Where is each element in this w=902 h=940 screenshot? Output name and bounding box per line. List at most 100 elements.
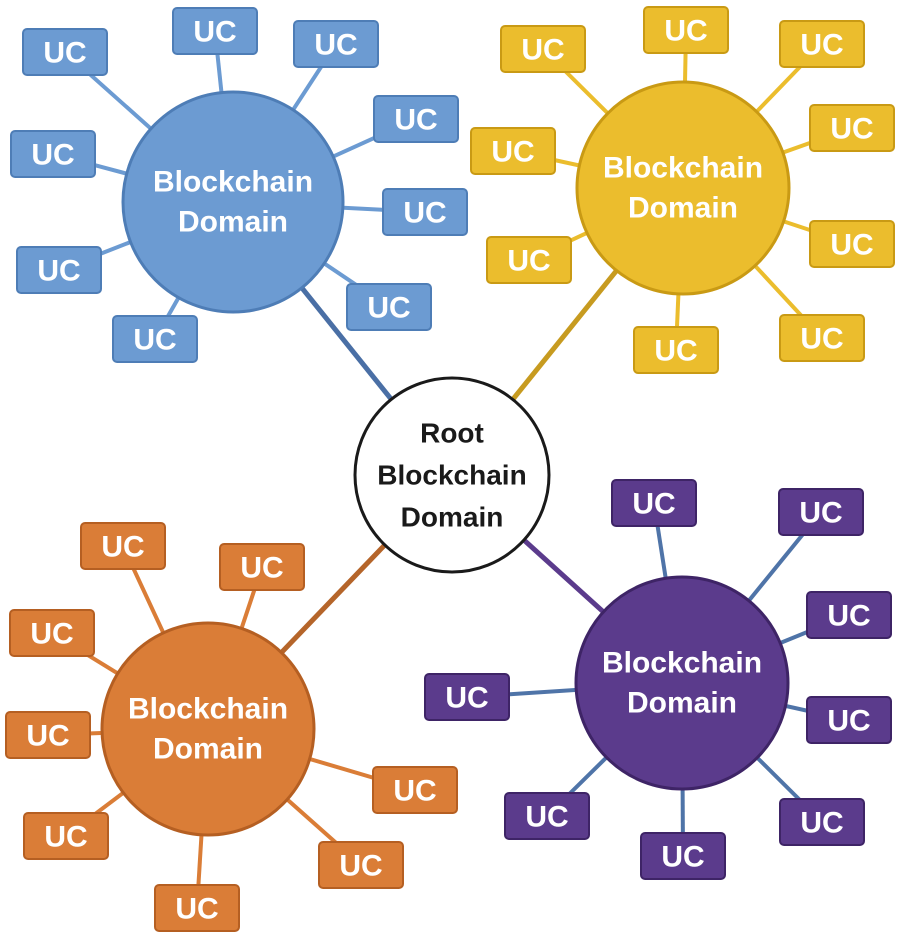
purple-uc-rect xyxy=(611,479,697,527)
purple-uc-box: UC xyxy=(424,673,510,721)
yellow-uc-label: UC xyxy=(830,229,873,262)
orange-uc-label: UC xyxy=(30,618,73,651)
yellow-uc-box: UC xyxy=(500,25,586,73)
yellow-uc-box: UC xyxy=(809,220,895,268)
yellow-uc-rect xyxy=(633,326,719,374)
blue-domain-circle xyxy=(121,90,345,314)
blue-uc-rect xyxy=(373,95,459,143)
yellow-uc-label: UC xyxy=(830,113,873,146)
purple-uc-box: UC xyxy=(640,832,726,880)
blue-uc-box: UC xyxy=(346,283,432,331)
orange-uc-label: UC xyxy=(26,720,69,753)
orange-uc-label: UC xyxy=(44,821,87,854)
yellow-uc-box: UC xyxy=(809,104,895,152)
domain-circles: BlockchainDomainBlockchainDomainBlockcha… xyxy=(100,80,791,837)
orange-uc-box: UC xyxy=(219,543,305,591)
orange-uc-box: UC xyxy=(318,841,404,889)
blue-uc-label: UC xyxy=(193,16,236,49)
blue-uc-label: UC xyxy=(394,104,437,137)
orange-uc-box: UC xyxy=(154,884,240,932)
yellow-domain-label-line-1: Blockchain xyxy=(603,152,763,185)
orange-uc-rect xyxy=(5,711,91,759)
blue-uc-box: UC xyxy=(172,7,258,55)
orange-uc-rect xyxy=(80,522,166,570)
purple-uc-label: UC xyxy=(632,488,675,521)
purple-uc-label: UC xyxy=(445,682,488,715)
root-domain-circle xyxy=(353,376,551,574)
purple-uc-box: UC xyxy=(778,488,864,536)
purple-uc-rect xyxy=(640,832,726,880)
purple-domain-circle xyxy=(574,575,790,791)
orange-uc-box: UC xyxy=(372,766,458,814)
blue-domain-label-line-2: Domain xyxy=(178,206,288,239)
blue-uc-label: UC xyxy=(314,29,357,62)
purple-uc-box: UC xyxy=(779,798,865,846)
root-domain-label-line-1: Root xyxy=(420,418,484,449)
orange-domain-circle xyxy=(100,621,316,837)
blue-uc-label: UC xyxy=(43,37,86,70)
yellow-domain-label-line-2: Domain xyxy=(628,192,738,225)
yellow-uc-label: UC xyxy=(491,136,534,169)
purple-uc-box: UC xyxy=(806,591,892,639)
purple-uc-rect xyxy=(779,798,865,846)
purple-uc-label: UC xyxy=(827,600,870,633)
purple-domain-label-line-2: Domain xyxy=(627,687,737,720)
blue-domain-label-line-1: Blockchain xyxy=(153,166,313,199)
yellow-uc-rect xyxy=(779,20,865,68)
blue-uc-rect xyxy=(172,7,258,55)
yellow-uc-label: UC xyxy=(521,34,564,67)
yellow-uc-box: UC xyxy=(779,20,865,68)
orange-uc-box: UC xyxy=(80,522,166,570)
purple-uc-rect xyxy=(424,673,510,721)
yellow-uc-label: UC xyxy=(800,323,843,356)
purple-uc-box: UC xyxy=(611,479,697,527)
orange-domain-label-line-2: Domain xyxy=(153,733,263,766)
purple-uc-label: UC xyxy=(525,801,568,834)
blue-uc-box: UC xyxy=(10,130,96,178)
orange-uc-rect xyxy=(9,609,95,657)
yellow-uc-box: UC xyxy=(633,326,719,374)
orange-uc-rect xyxy=(318,841,404,889)
orange-uc-label: UC xyxy=(393,775,436,808)
yellow-uc-rect xyxy=(500,25,586,73)
blue-uc-label: UC xyxy=(367,292,410,325)
orange-uc-box: UC xyxy=(23,812,109,860)
purple-uc-rect xyxy=(806,591,892,639)
blue-uc-rect xyxy=(382,188,468,236)
yellow-uc-box: UC xyxy=(643,6,729,54)
yellow-uc-box: UC xyxy=(779,314,865,362)
orange-uc-box: UC xyxy=(5,711,91,759)
purple-uc-label: UC xyxy=(799,497,842,530)
yellow-uc-rect xyxy=(779,314,865,362)
blue-uc-label: UC xyxy=(31,139,74,172)
purple-uc-box: UC xyxy=(504,792,590,840)
blue-uc-rect xyxy=(16,246,102,294)
yellow-uc-rect xyxy=(486,236,572,284)
yellow-uc-rect xyxy=(809,104,895,152)
root-domain-label-line-2: Blockchain xyxy=(377,460,526,491)
orange-uc-rect xyxy=(372,766,458,814)
yellow-uc-box: UC xyxy=(470,127,556,175)
purple-domain-label-line-1: Blockchain xyxy=(602,647,762,680)
blue-uc-rect xyxy=(22,28,108,76)
blue-uc-box: UC xyxy=(112,315,198,363)
blue-uc-box: UC xyxy=(293,20,379,68)
blue-uc-box: UC xyxy=(382,188,468,236)
yellow-uc-rect xyxy=(643,6,729,54)
yellow-uc-label: UC xyxy=(800,29,843,62)
uc-boxes: UC UC UC UC UC UC UC UC UC UC UC UC UC UC UC UC UC UC UC UC… xyxy=(5,6,895,932)
blue-uc-rect xyxy=(10,130,96,178)
purple-uc-rect xyxy=(504,792,590,840)
orange-uc-label: UC xyxy=(175,893,218,926)
purple-uc-rect xyxy=(806,696,892,744)
yellow-uc-box: UC xyxy=(486,236,572,284)
orange-uc-label: UC xyxy=(240,552,283,585)
blue-uc-label: UC xyxy=(133,324,176,357)
blue-uc-box: UC xyxy=(22,28,108,76)
purple-uc-label: UC xyxy=(800,807,843,840)
blue-uc-rect xyxy=(112,315,198,363)
